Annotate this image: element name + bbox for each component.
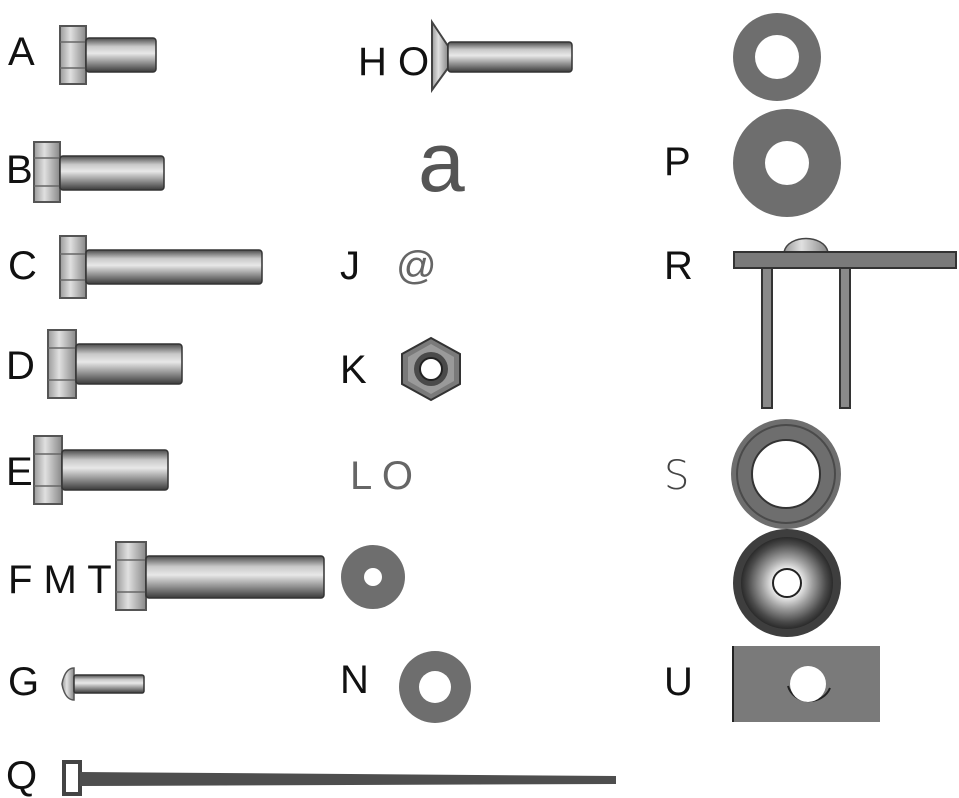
label-u: U	[664, 660, 693, 704]
label-lo: L O	[350, 454, 413, 498]
label-fmt: F M T	[8, 558, 112, 602]
bolt-a-icon	[59, 25, 157, 85]
label-e: E	[6, 450, 33, 494]
washer-n-icon	[399, 651, 471, 723]
label-j: J	[340, 244, 360, 288]
label-p: P	[664, 140, 691, 184]
label-n: N	[340, 658, 369, 702]
label-a: A	[8, 30, 35, 74]
u-bracket-icon	[733, 237, 957, 409]
label-at: @	[396, 244, 437, 288]
round-head-screw-icon	[61, 667, 145, 701]
label-a-lower: a	[418, 115, 465, 209]
label-k: K	[340, 348, 367, 392]
washer-p-icon	[733, 109, 841, 217]
label-r: R	[664, 244, 693, 288]
small-washer-icon	[341, 545, 405, 609]
countersunk-bolt-icon	[431, 18, 573, 94]
bolt-fmt-icon	[115, 541, 325, 611]
label-ho: H O	[358, 40, 430, 84]
label-q: Q	[6, 754, 38, 798]
washer-s-icon	[731, 419, 841, 529]
bolt-b-icon	[33, 141, 165, 203]
label-g: G	[8, 660, 40, 704]
label-c: C	[8, 244, 37, 288]
cable-tie-icon	[62, 760, 616, 796]
bolt-d-icon	[47, 329, 183, 399]
hex-nut-icon	[401, 336, 461, 402]
bolt-c-icon	[59, 235, 263, 299]
washer-top-icon	[733, 13, 821, 101]
label-d: D	[6, 344, 35, 388]
label-b: B	[6, 148, 33, 192]
bolt-e-icon	[33, 435, 169, 505]
label-s: S	[664, 453, 690, 499]
plate-with-hole-icon	[732, 646, 880, 722]
countersunk-washer-icon	[733, 529, 841, 637]
